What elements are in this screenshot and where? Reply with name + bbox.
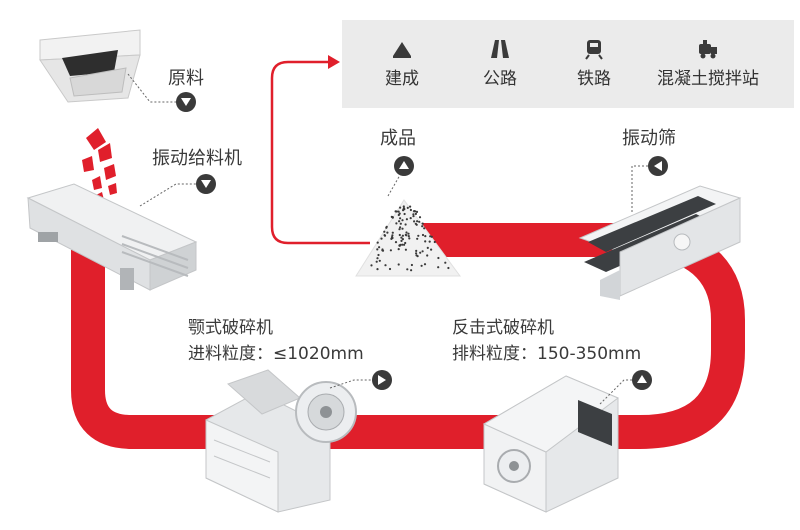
label-jaw-crusher-spec: 进料粒度：≤1020mm	[188, 344, 364, 364]
road-icon	[491, 40, 509, 58]
applications-box: 建成 公路 铁路 混凝土搅拌站	[342, 20, 794, 108]
app-item-label: 混凝土搅拌站	[657, 69, 759, 89]
marker-icon	[372, 370, 392, 390]
impact-crusher-icon	[482, 375, 619, 513]
flow-loop	[71, 223, 745, 449]
label-impact-crusher-name: 反击式破碎机	[452, 318, 554, 338]
product-pile-icon	[355, 199, 461, 277]
label-finished-product: 成品	[380, 128, 416, 149]
label-raw-material: 原料	[168, 68, 204, 89]
jaw-crusher-icon	[205, 369, 357, 513]
app-item-construction: 建成	[372, 38, 432, 89]
app-item-label: 建成	[385, 69, 419, 89]
label-vibrating-screen: 振动筛	[622, 128, 676, 149]
train-icon	[585, 40, 603, 60]
marker-icon	[648, 156, 668, 176]
flow-return-arrowhead	[328, 55, 340, 69]
marker-icon	[196, 174, 216, 194]
app-item-highway: 公路	[470, 38, 530, 89]
label-jaw-crusher-name: 颚式破碎机	[188, 318, 273, 338]
flow-return-line	[270, 60, 370, 245]
hopper-icon	[39, 29, 141, 103]
marker-icon	[394, 156, 414, 176]
marker-icon	[632, 370, 652, 390]
marker-icon	[176, 92, 196, 112]
app-item-label: 铁路	[577, 69, 611, 89]
mixer-truck-icon	[699, 40, 717, 59]
label-vibrating-feeder: 振动给料机	[152, 148, 242, 169]
app-item-concrete-plant: 混凝土搅拌站	[646, 38, 770, 89]
hill-icon	[393, 42, 411, 58]
vibrating-screen-icon	[578, 185, 742, 300]
app-item-railway: 铁路	[564, 38, 624, 89]
label-impact-crusher-spec: 排料粒度：150-350mm	[452, 344, 642, 364]
vibrating-feeder-icon	[26, 183, 198, 291]
app-item-label: 公路	[483, 69, 517, 89]
